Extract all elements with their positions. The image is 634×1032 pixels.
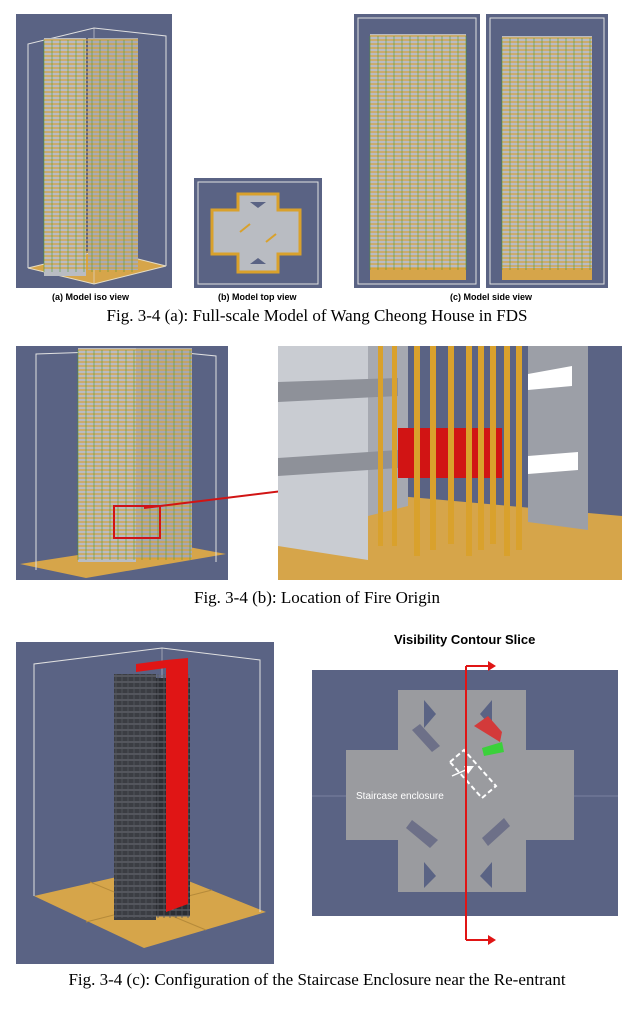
model-side-view-panel-right: [486, 14, 608, 288]
model-side-view-render-left: [357, 17, 477, 285]
fire-building-scaffold-rows: [77, 349, 192, 560]
model-iso-view-render: [27, 27, 167, 285]
label-model-iso-view: (a) Model iso view: [52, 292, 130, 302]
staircase-3d-render: [33, 647, 266, 948]
scaffold-poles: [378, 346, 522, 556]
fire-origin-closeup-panel: [278, 346, 622, 580]
side-scaffold-rows-left: [369, 35, 467, 270]
visibility-slice-title: Visibility Contour Slice: [394, 632, 536, 647]
staircase-3d-panel: [16, 642, 274, 964]
side-scaffold-rows-right: [501, 37, 592, 270]
figure-a-caption: Fig. 3-4 (a): Full-scale Model of Wang C…: [106, 306, 528, 325]
fire-origin-closeup-render: [278, 346, 622, 580]
fire-cell-green: [482, 742, 504, 756]
fire-origin-building-panel: [16, 346, 228, 580]
model-top-view-panel: [194, 178, 322, 288]
model-side-view-render-right: [489, 17, 605, 285]
model-iso-view-panel: [16, 14, 172, 288]
staircase-enclosure-label: Staircase enclosure: [356, 791, 444, 802]
figure-b-caption: Fig. 3-4 (b): Location of Fire Origin: [194, 588, 440, 607]
staircase-plan-render: [312, 670, 618, 916]
fire-cell-red: [474, 716, 502, 742]
fire-origin-building-render: [20, 348, 226, 578]
label-model-side-view: (c) Model side view: [450, 292, 533, 302]
figure-c-caption: Fig. 3-4 (c): Configuration of the Stair…: [68, 970, 566, 989]
model-top-view-render: [197, 181, 319, 285]
iso-scaffold-rows: [43, 39, 138, 272]
model-side-view-panel-left: [354, 14, 480, 288]
staircase-enclosure-outline: [448, 748, 498, 800]
visibility-slice-plane: [166, 658, 188, 912]
fire-origin-marker-box: [113, 505, 161, 539]
label-model-top-view: (b) Model top view: [218, 292, 297, 302]
